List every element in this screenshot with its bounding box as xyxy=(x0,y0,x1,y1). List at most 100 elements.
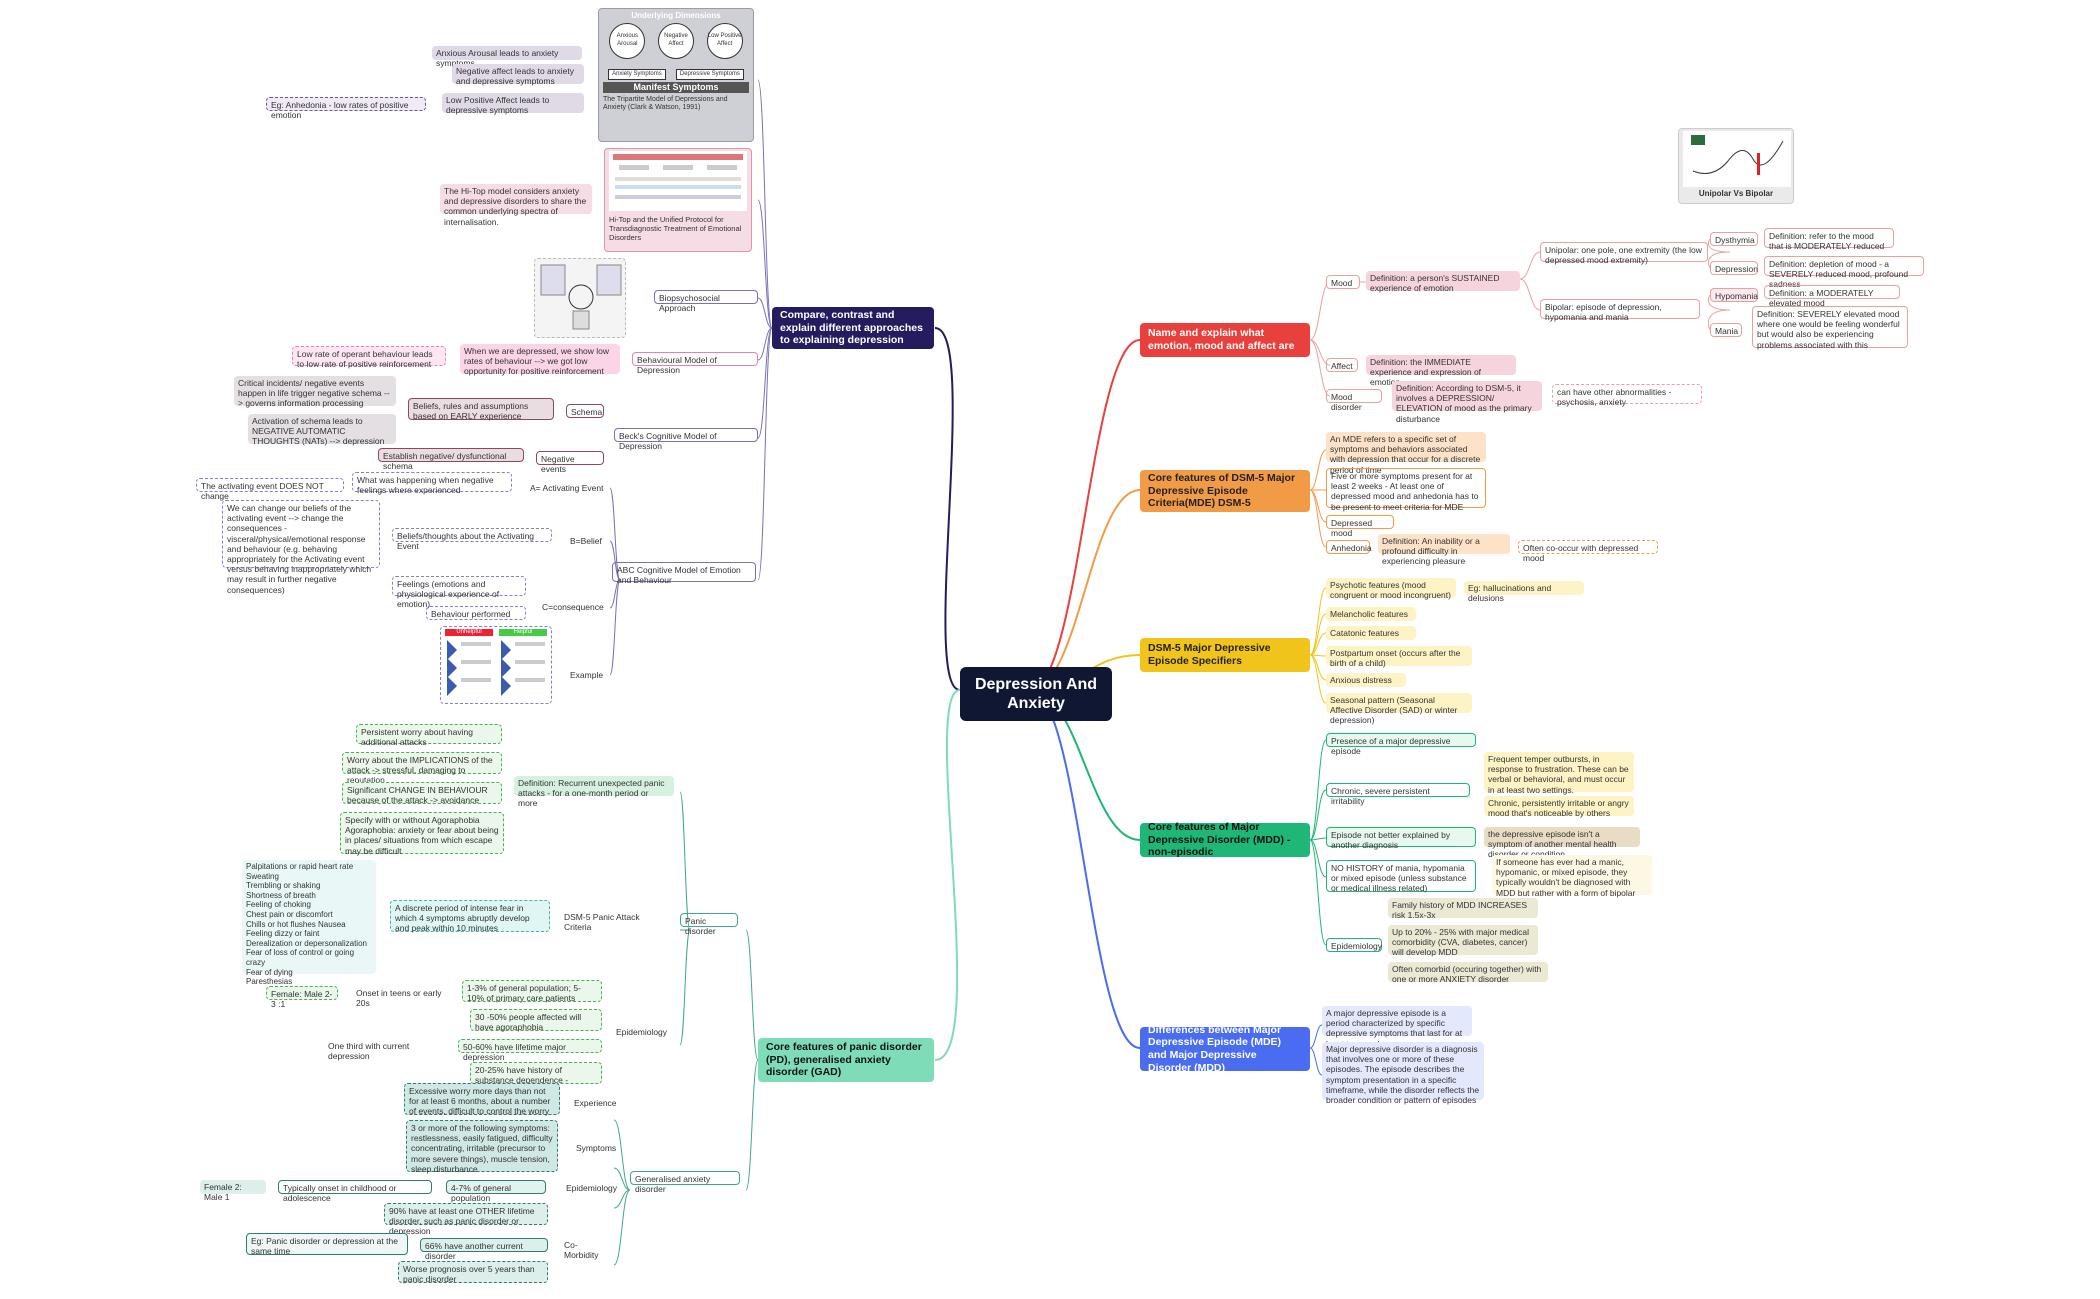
panic-def-1[interactable]: Persistent worry about having additional… xyxy=(356,724,502,747)
topic-specifiers[interactable]: DSM-5 Major Depressive Episode Specifier… xyxy=(1140,638,1310,672)
node-abnormal[interactable]: can have other abnormalities - psychosis… xyxy=(1552,384,1702,407)
node-schema[interactable]: Schema xyxy=(566,404,604,418)
node-hypomania[interactable]: Hypomania xyxy=(1710,288,1758,302)
node-mania-def[interactable]: Definition: SEVERELY elevated mood where… xyxy=(1752,306,1908,350)
mde-item-4[interactable]: Anhedonia xyxy=(1326,540,1372,554)
c-2[interactable]: Behaviour performed xyxy=(426,606,526,620)
node-example[interactable]: Example xyxy=(570,670,604,680)
spec-item-4[interactable]: Postpartum onset (occurs after the birth… xyxy=(1326,646,1472,668)
panic-def[interactable]: Definition: Recurrent unexpected panic a… xyxy=(514,776,674,808)
node-dysthymia[interactable]: Dysthymia xyxy=(1710,232,1758,246)
mdd-item-5a[interactable]: Family history of MDD INCREASES risk 1.5… xyxy=(1388,898,1538,920)
node-behavioural[interactable]: Behavioural Model of Depression xyxy=(632,352,758,375)
tri-link-3[interactable]: Low Positive Affect leads to depressive … xyxy=(442,93,584,115)
spec-item-3[interactable]: Catatonic features xyxy=(1326,626,1416,640)
panic-epi-2[interactable]: 30 -50% people affected will have agorap… xyxy=(470,1009,602,1032)
topic-diff[interactable]: Differences between Major Depressive Epi… xyxy=(1140,1024,1310,1074)
mdd-item-5[interactable]: Epidemiology xyxy=(1326,938,1382,952)
node-b[interactable]: B=Belief xyxy=(570,536,602,546)
panic-epi-3a[interactable]: One third with current depression xyxy=(328,1041,410,1062)
node-c[interactable]: C=consequence xyxy=(542,602,604,612)
panic-epi-1[interactable]: 1-3% of general population; 5-10% of pri… xyxy=(462,980,602,1003)
tri-link-2[interactable]: Negative affect leads to anxiety and dep… xyxy=(452,64,584,86)
behavioural-b[interactable]: Low rate of operant behaviour leads to l… xyxy=(292,346,446,369)
schema-def[interactable]: Beliefs, rules and assumptions based on … xyxy=(408,398,554,421)
node-mood[interactable]: Mood xyxy=(1326,275,1360,289)
mdd-item-3a[interactable]: the depressive episode isn't a symptom o… xyxy=(1484,827,1640,859)
node-mania[interactable]: Mania xyxy=(1710,323,1742,337)
gad-experience-a[interactable]: Excessive worry more days than not for a… xyxy=(404,1083,560,1116)
gad-com-a[interactable]: 90% have at least one OTHER lifetime dis… xyxy=(384,1203,548,1236)
node-gad-comorbidity[interactable]: Co-Morbidity xyxy=(564,1240,599,1261)
node-beck[interactable]: Beck's Cognitive Model of Depression xyxy=(614,428,758,451)
mdd-item-5c[interactable]: Often comorbid (occuring together) with … xyxy=(1388,962,1548,984)
diff-item-2[interactable]: Major depressive disorder is a diagnosis… xyxy=(1322,1042,1484,1105)
node-biopsychosocial[interactable]: Biopsychosocial Approach xyxy=(654,290,758,313)
schema-b[interactable]: Activation of schema leads to NEGATIVE A… xyxy=(248,414,396,446)
panic-criteria-def[interactable]: A discrete period of intense fear in whi… xyxy=(390,900,550,933)
tri-link-1[interactable]: Anxious Arousal leads to anxiety symptom… xyxy=(432,46,582,68)
diff-item-1[interactable]: A major depressive episode is a period c… xyxy=(1322,1006,1472,1049)
mde-item-4-def[interactable]: Definition: An inability or a profound d… xyxy=(1378,534,1510,566)
node-hypomania-def[interactable]: Definition: a MODERATELY elevated mood xyxy=(1764,285,1900,308)
node-gad-symptoms[interactable]: Symptoms xyxy=(576,1143,617,1153)
node-a[interactable]: A= Activating Event xyxy=(530,483,604,493)
node-unipolar[interactable]: Unipolar: one pole, one extremity (the l… xyxy=(1540,242,1708,265)
node-negative-events[interactable]: Negative events xyxy=(536,451,604,474)
mdd-item-2a[interactable]: Frequent temper outbursts, in response t… xyxy=(1484,752,1634,795)
mdd-item-2[interactable]: Chronic, severe persistent irritability xyxy=(1326,783,1470,806)
node-mood-disorder-def[interactable]: Definition: According to DSM-5, it invol… xyxy=(1392,381,1542,424)
mdd-item-5b[interactable]: Up to 20% - 25% with major medical comor… xyxy=(1388,925,1538,957)
gad-com-b[interactable]: 66% have another current disorder xyxy=(420,1238,548,1261)
spec-item-5[interactable]: Anxious distress xyxy=(1326,673,1406,687)
panic-epi-4[interactable]: 20-25% have history of substance depende… xyxy=(470,1062,602,1095)
panic-def-4[interactable]: Specify with or without Agoraphobia Agor… xyxy=(340,812,504,856)
node-gad[interactable]: Generalised anxiety disorder xyxy=(630,1171,740,1194)
a-extra[interactable]: The activating event DOES NOT change xyxy=(196,478,344,501)
gad-symptoms-a[interactable]: 3 or more of the following symptoms: res… xyxy=(406,1120,558,1174)
b-def[interactable]: Beliefs/thoughts about the Activating Ev… xyxy=(392,528,552,551)
gad-com-c[interactable]: Worse prognosis over 5 years than panic … xyxy=(398,1261,548,1284)
negative-events-a[interactable]: Establish negative/ dysfunctional schema xyxy=(378,448,524,471)
central-topic[interactable]: Depression And Anxiety xyxy=(960,667,1112,721)
tri-link-3-eg[interactable]: Eg: Anhedonia - low rates of positive em… xyxy=(266,97,426,120)
mde-item-2[interactable]: Five or more symptoms present for at lea… xyxy=(1326,468,1486,512)
a-def[interactable]: What was happening when negative feeling… xyxy=(352,472,512,495)
node-mood-def[interactable]: Definition: a person's SUSTAINED experie… xyxy=(1366,271,1520,293)
topic-panic[interactable]: Core features of panic disorder (PD), ge… xyxy=(758,1038,934,1082)
panic-epi-1b[interactable]: Female: Male 2-3 :1 xyxy=(266,986,338,1009)
node-affect[interactable]: Affect xyxy=(1326,358,1358,372)
mdd-item-4[interactable]: NO HISTORY of mania, hypomania or mixed … xyxy=(1326,860,1476,893)
topic-approaches[interactable]: Compare, contrast and explain different … xyxy=(772,307,934,349)
mdd-item-3[interactable]: Episode not better explained by another … xyxy=(1326,827,1476,850)
node-panic-criteria[interactable]: DSM-5 Panic Attack Criteria xyxy=(564,912,640,933)
node-gad-epi[interactable]: Epidemiology xyxy=(566,1183,618,1193)
node-abc[interactable]: ABC Cognitive Model of Emotion and Behav… xyxy=(612,562,756,585)
node-depression-def[interactable]: Definition: depletion of mood - a SEVERE… xyxy=(1764,256,1924,289)
mdd-item-1[interactable]: Presence of a major depressive episode xyxy=(1326,733,1476,756)
hitop-link[interactable]: The Hi-Top model considers anxiety and d… xyxy=(440,184,592,227)
topic-emotion[interactable]: Name and explain what emotion, mood and … xyxy=(1140,323,1310,357)
node-panic-epi[interactable]: Epidemiology xyxy=(616,1027,668,1037)
node-gad-experience[interactable]: Experience xyxy=(574,1098,617,1108)
node-dysthymia-def[interactable]: Definition: refer to the mood that is MO… xyxy=(1764,228,1894,251)
node-affect-def[interactable]: Definition: the IMMEDIATE experience and… xyxy=(1366,355,1516,387)
c-1[interactable]: Feelings (emotions and physiological exp… xyxy=(392,576,526,609)
node-panic-disorder[interactable]: Panic disorder xyxy=(680,913,738,936)
topic-mde[interactable]: Core features of DSM-5 Major Depressive … xyxy=(1140,470,1310,512)
gad-epi-c[interactable]: Female 2: Male 1 xyxy=(200,1180,266,1202)
node-mood-disorder[interactable]: Mood disorder xyxy=(1326,389,1382,412)
topic-mdd[interactable]: Core features of Major Depressive Disord… xyxy=(1140,821,1310,858)
gad-com-b-eg[interactable]: Eg: Panic disorder or depression at the … xyxy=(246,1233,408,1256)
node-bipolar[interactable]: Bipolar: episode of depression, hypomani… xyxy=(1540,299,1700,322)
mde-item-1[interactable]: An MDE refers to a specific set of sympt… xyxy=(1326,432,1486,475)
schema-a[interactable]: Critical incidents/ negative events happ… xyxy=(234,376,396,408)
spec-item-6[interactable]: Seasonal pattern (Seasonal Affective Dis… xyxy=(1326,693,1472,725)
mdd-item-4a[interactable]: If someone has ever had a manic, hypoman… xyxy=(1492,855,1652,908)
spec-item-1[interactable]: Psychotic features (mood congruent or mo… xyxy=(1326,578,1456,600)
spec-item-2[interactable]: Melancholic features xyxy=(1326,607,1416,621)
spec-item-1-eg[interactable]: Eg: hallucinations and delusions xyxy=(1464,581,1584,603)
mdd-item-2b[interactable]: Chronic, persistently irritable or angry… xyxy=(1484,796,1634,818)
b-extra[interactable]: We can change our beliefs of the activat… xyxy=(222,500,380,595)
node-depression[interactable]: Depression xyxy=(1710,261,1758,275)
